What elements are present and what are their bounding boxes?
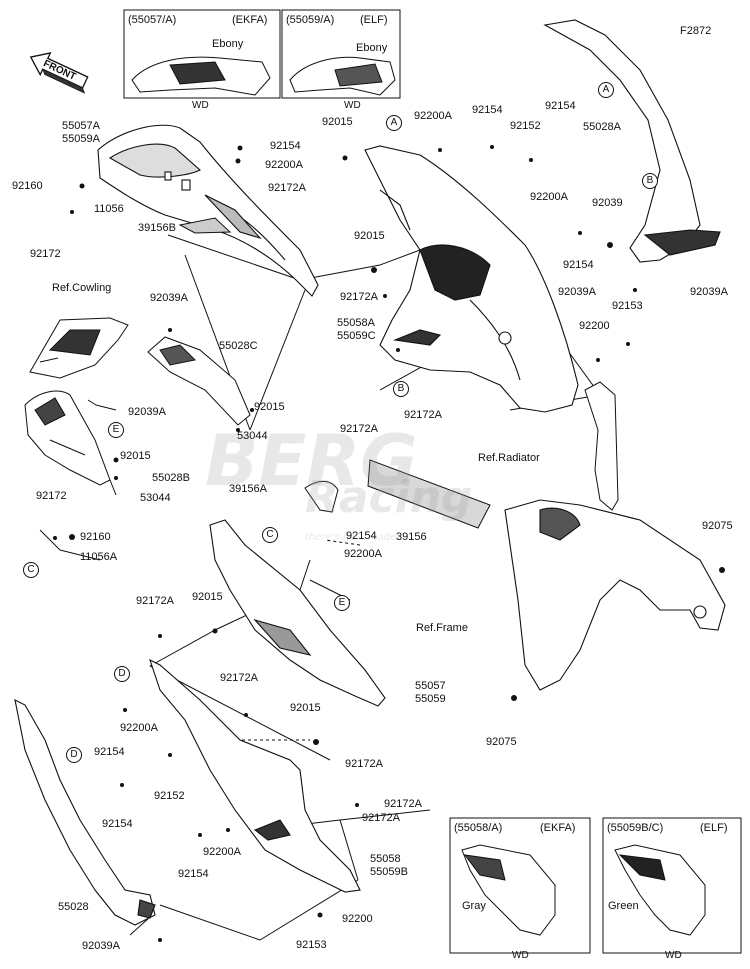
part-label: 92172A [362,812,400,824]
inset-tr-color: Ebony [356,42,388,54]
part-label: 92039A [128,406,166,418]
part-label: 55057 [415,680,446,692]
part-label: 92200A [530,191,568,203]
part-label: 92172A [384,798,422,810]
part-label: 55058A [337,317,375,329]
inset-tr-note: WD [344,100,361,111]
ref-cowling: Ref.Cowling [52,282,112,294]
part-label: 55059B [370,866,408,878]
part-label: 55028 [58,901,89,913]
callout-c: C [23,562,39,578]
inset-br-note: WD [665,950,682,961]
part-label: 92172A [345,758,383,770]
inset-tl-color: Ebony [212,38,244,50]
part-label: 39156A [229,483,267,495]
part-label: 92154 [102,818,133,830]
part-label: 92172A [340,291,378,303]
part-label: 92160 [80,531,111,543]
part-label: 92039A [150,292,188,304]
part-label: 92075 [702,520,733,532]
part-label: 92039A [690,286,728,298]
part-label: 55058 [370,853,401,865]
callout-a: A [386,115,402,131]
part-label: 11056A [80,551,118,563]
part-label: 92172A [268,182,306,194]
callout-b: B [642,173,658,189]
front-arrow-icon [29,52,89,94]
callout-d: D [66,747,82,763]
part-label: 55028C [219,340,258,352]
part-label: 55059C [337,330,376,342]
part-label: 92015 [254,401,285,413]
part-label: 92200A [203,846,241,858]
part-label: 92153 [612,300,643,312]
part-label: 92154 [178,868,209,880]
ref-radiator: Ref.Radiator [478,452,540,464]
inset-bl-variant: (EKFA) [540,822,576,834]
callout-d: D [114,666,130,682]
part-label: 92172A [340,423,378,435]
callout-a: A [598,82,614,98]
callout-c: C [262,527,278,543]
part-label: 92172A [136,595,174,607]
part-label: 55028A [583,121,621,133]
part-label: 92172A [404,409,442,421]
part-label: 92039A [82,940,120,952]
inset-br-variant: (ELF) [700,822,728,834]
callout-e: E [108,422,124,438]
part-label: 92200 [579,320,610,332]
part-label: 55028B [152,472,190,484]
part-label: 92154 [563,259,594,271]
inset-tl-variant: (EKFA) [232,14,268,26]
part-label: 92154 [545,100,576,112]
part-label: 92153 [296,939,327,951]
part-label: 92154 [346,530,377,542]
part-label: 92015 [290,702,321,714]
part-label: 53044 [237,430,268,442]
part-label: 92154 [94,746,125,758]
part-label: 11056 [94,203,124,215]
part-label: 92152 [510,120,541,132]
part-label: 92152 [154,790,185,802]
callout-e: E [334,595,350,611]
part-label: 92015 [192,591,223,603]
inset-br-code: (55059B/C) [607,822,664,834]
part-label: 92200A [265,159,303,171]
inset-bl-color: Gray [462,900,486,912]
inset-tr-variant: (ELF) [360,14,388,26]
part-label: 92015 [120,450,151,462]
part-label: 92172 [30,248,61,260]
ref-frame: Ref.Frame [416,622,468,634]
part-label: 92172 [36,490,67,502]
callout-b: B [393,381,409,397]
part-label: 53044 [140,492,171,504]
part-label: 92200A [120,722,158,734]
inset-tl-note: WD [192,100,209,111]
part-label: 92015 [322,116,353,128]
part-label: 39156 [396,531,427,543]
part-label: 92039 [592,197,623,209]
inset-br-color: Green [608,900,639,912]
part-label: 92015 [354,230,385,242]
part-label: 92075 [486,736,517,748]
part-label: 92160 [12,180,43,192]
part-label: 92154 [270,140,301,152]
inset-tr-code: (55059/A) [286,14,335,26]
part-label: 55059 [415,693,446,705]
part-label: 92200 [342,913,373,925]
part-label: 39156B [138,222,176,234]
part-label: 55057A [62,120,100,132]
part-label: 92039A [558,286,596,298]
part-label: 92200A [344,548,382,560]
inset-bl-note: WD [512,950,529,961]
part-label: 92200A [414,110,452,122]
part-label: 92154 [472,104,503,116]
part-label: 55059A [62,133,100,145]
part-label: 92172A [220,672,258,684]
inset-bl-code: (55058/A) [454,822,503,834]
figure-code: F2872 [680,25,712,37]
inset-tl-code: (55057/A) [128,14,177,26]
